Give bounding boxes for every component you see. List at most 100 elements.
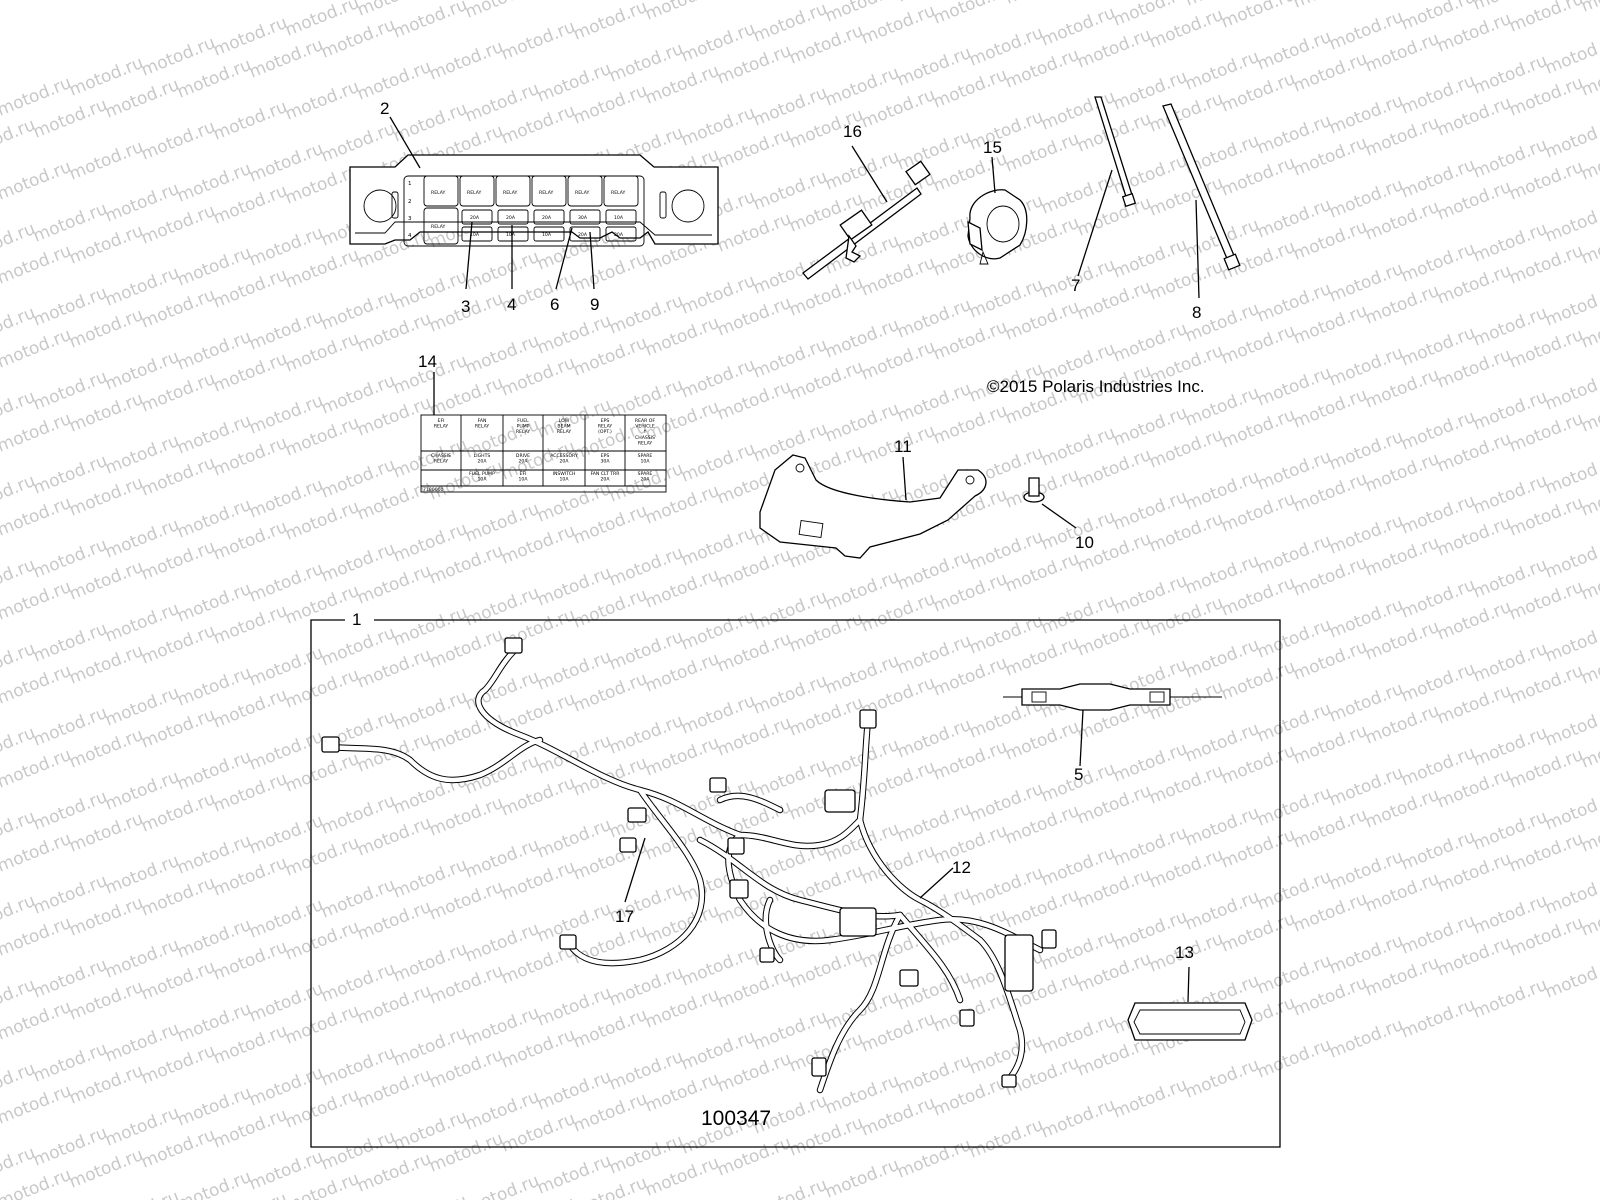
callout-5: 5 [1074,765,1083,784]
fuse-box-row-numbers: 1 2 3 4 [408,181,412,239]
relay-label: RELAY [431,224,446,230]
watermark-text: motod.ru [138,117,218,165]
fuse-label-cell-text: 20A [478,459,488,465]
fuse-label-cell-text: CHASSIS [431,453,451,459]
fuse-rating: 20A [578,232,588,238]
callout-9: 9 [590,295,599,314]
fuse-label-cell-text: VEHICLE [635,424,655,430]
fuse-label-cell-text: 20A [519,459,529,465]
fuse-label-cell-text: LIGHTS [474,453,491,459]
fuse-label-cell-text: 30A [601,459,611,465]
watermark-text: motod.ru [1542,283,1600,331]
cable-tie-clip [802,145,931,280]
fuse-rating: 20A [506,215,516,221]
fuse-label-cell-text: ACCESSORY [550,453,578,459]
watermark-text: motod.ru [678,1195,758,1200]
fuse-label-cell-text: RELAY [598,424,613,430]
fuse-label-table: EFIRELAYFANRELAYFUELPUMPRELAYLOWBEAMRELA… [420,372,667,493]
callout-15: 15 [983,138,1002,157]
watermark-text: motod.ru [282,77,362,125]
watermark-text: motod.ru [426,37,506,85]
watermark-text: motod.ru [1542,955,1600,1003]
watermark-text: motod.ru [66,137,146,185]
fuse-rating: 20A [542,215,552,221]
watermark-text: motod.ru [966,1115,1046,1163]
watermark-text: motod.ru [1542,367,1600,415]
watermark-text: motod.ru [1038,1095,1118,1143]
fuse-rating: 20A [614,232,624,238]
watermark-text: motod.ru [1182,1055,1262,1103]
callout-4: 4 [507,295,516,314]
fuse-rating: 10A [614,215,624,221]
inline-fuse-holder [1003,683,1222,767]
fuse-label-cell-text: 10A [478,477,488,483]
callout-3: 3 [461,297,470,316]
watermark-text: motod.ru [1542,703,1600,751]
label-part-number: 7180000 [423,487,444,493]
fuse-label-cell-text: FUEL [517,418,529,424]
fuse-rating: 10A [542,232,552,238]
fuse-row-3: 20A 20A 20A 30A 10A [461,209,637,225]
watermark-text: motod.ru [1542,535,1600,583]
watermark-text: motod.ru [462,0,542,23]
watermark-text: motod.ru [390,0,470,43]
fuse-label-cell-text: 10A [560,477,570,483]
callout-17: 17 [615,907,634,926]
fuse-label-cell-text: PUMP [517,424,530,430]
callout-10: 10 [1075,533,1094,552]
fuse-label-cell-text: ↑ [643,429,647,435]
fuse-label-cells: EFIRELAYFANRELAYFUELPUMPRELAYLOWBEAMRELA… [431,418,655,483]
fuse-label-cell-text: FUEL PUMP [469,471,495,477]
callout-14: 14 [418,352,437,371]
callout-11: 11 [894,437,912,456]
watermark-text: motod.ru [534,0,614,3]
row-number: 3 [408,216,412,222]
watermark-text: motod.ru [822,1155,902,1200]
watermark-text: motod.ru [0,115,38,163]
watermark-text: motod.ru [1290,0,1370,13]
watermark-text: motod.ru [1542,451,1600,499]
callout-labels: 1 2 3 4 5 6 7 8 9 10 11 12 13 14 15 16 1… [352,99,1201,962]
watermark-text: motod.ru [1542,199,1600,247]
main-wire-harness [321,637,1057,1094]
fuse-label-cell-text: EPS [601,418,610,424]
fuse-label-cell-text: EFI [520,471,527,477]
fuse-label-cell-text: SPARE [638,453,653,459]
callout-13: 13 [1175,943,1194,962]
watermark-text: motod.ru [1254,1035,1334,1083]
watermark-text: motod.ru [1398,995,1478,1043]
relay-row: RELAY RELAY RELAY RELAY RELAY RELAY [423,175,639,207]
watermark-text: motod.ru [210,97,290,145]
watermark-text: motod.ru [1470,975,1550,1023]
watermark-text: motod.ru [1542,619,1600,667]
fuse-rating: 10A [506,232,516,238]
fuse-label-cell-text: EPS [601,453,610,459]
fuse-label-cell-text: EFI [438,418,445,424]
watermark-text: motod.ru [354,57,434,105]
fuse-label-cell-text: CHASSIS [635,435,655,441]
watermark-text: motod.ru [174,1167,254,1200]
fuse-label-cell-text: FAN CLT TRR [591,471,621,477]
fuse-label-cell-text: INSWITCH [553,471,576,477]
fuse-label-cell-text: LOW [559,418,570,424]
relay-label: RELAY [431,190,446,196]
callout-7: 7 [1071,276,1080,295]
fuse-label-cell-text: SPARE [638,471,653,477]
relay-label: RELAY [503,190,518,196]
watermark-text: motod.ru [1506,0,1586,37]
fuse-label-cell-text: REAR OF [635,418,656,424]
fuse-box-assembly: 1 2 3 4 RELAY RELAY RELAY RELAY RELAY RE… [349,116,719,290]
watermark-text: motod.ru [750,1175,830,1200]
wire-clip [967,156,1028,265]
fuse-rating: 10A [470,232,480,238]
fuse-label-cell-text: RELAY [516,429,531,435]
fuse-label-cell-text: RELAY [638,440,653,446]
cable-tie-short [1077,96,1137,277]
fuse-label-cell-text: 20A [641,477,651,483]
figure-number: 100347 [701,1107,771,1130]
fuse-label-cell-text: 10A [641,459,651,465]
fuse-label-cell-text: 10A [519,477,529,483]
push-pin [1023,477,1077,529]
